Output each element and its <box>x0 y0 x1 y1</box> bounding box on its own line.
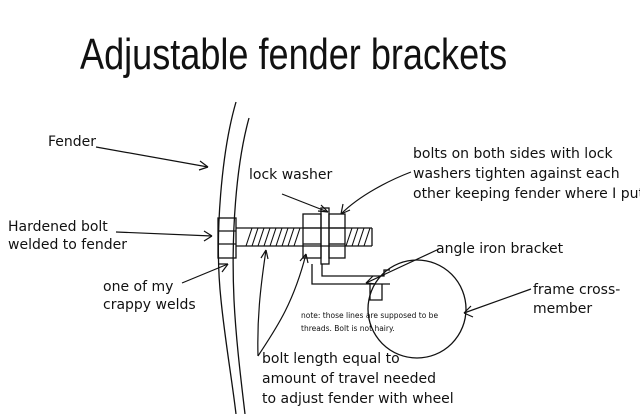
note-threads-line1: note: those lines are supposed to be <box>301 311 439 320</box>
label-frame-cross-member-line2: member <box>533 301 593 317</box>
label-bolts-both-sides-line2: washers tighten against each <box>413 166 620 182</box>
label-lock-washer: lock washer <box>249 167 333 183</box>
label-angle-iron-bracket: angle iron bracket <box>436 241 564 257</box>
diagram-title: Adjustable fender brackets <box>80 30 508 79</box>
center-nut-assembly <box>302 207 346 265</box>
label-hardened-bolt-line2: welded to fender <box>8 237 127 253</box>
angle-iron-bracket <box>311 264 390 301</box>
label-fender: Fender <box>48 134 97 150</box>
label-bolts-both-sides-line3: other keeping fender where I put it <box>413 186 640 202</box>
fender-inner <box>232 117 250 414</box>
label-frame-cross-member-line1: frame cross- <box>533 282 621 298</box>
label-bolt-length-line2: amount of travel needed <box>262 371 436 387</box>
label-hardened-bolt-line1: Hardened bolt <box>8 219 108 235</box>
bolt-threads <box>245 227 371 247</box>
label-bolt-length-line3: to adjust fender with wheel <box>262 391 454 407</box>
label-crappy-welds-line2: crappy welds <box>103 297 196 313</box>
label-crappy-welds-line1: one of my <box>103 279 174 295</box>
fender-outer <box>217 101 237 414</box>
leader-lines <box>95 146 532 357</box>
note-threads-line2: threads. Bolt is not hairy. <box>301 324 395 333</box>
left-nut <box>217 217 237 259</box>
label-bolt-length-line1: bolt length equal to <box>262 351 400 367</box>
frame-cross-member <box>367 259 467 359</box>
label-bolts-both-sides-line1: bolts on both sides with lock <box>413 146 613 162</box>
